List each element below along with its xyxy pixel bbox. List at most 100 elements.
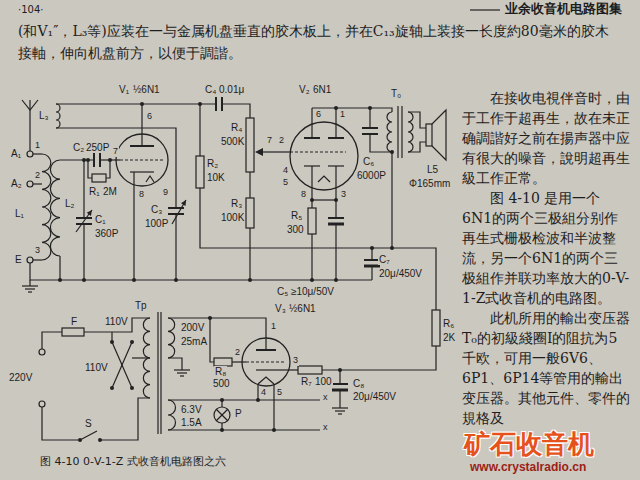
pin-number: 7 xyxy=(112,147,119,157)
wire xyxy=(106,160,110,178)
junction-dot xyxy=(110,386,114,390)
pin-number: 8 xyxy=(138,190,145,200)
capacitor-plate xyxy=(215,97,217,111)
wire xyxy=(312,108,392,112)
component-label: C₈ xyxy=(352,378,365,389)
tube-grid xyxy=(290,151,346,152)
wire xyxy=(273,384,274,430)
resistor-symbol xyxy=(246,118,254,172)
pin-number: 2 xyxy=(34,171,41,181)
junction-dot xyxy=(334,278,338,282)
wire xyxy=(222,104,250,118)
pin-number: 5 xyxy=(276,388,283,398)
wire xyxy=(141,104,142,146)
coil-symbol xyxy=(387,112,392,152)
body-text: 图 4-10 是用一个6N1的两个三极組分别作再生式栅极检波和半波整流，另一个6… xyxy=(462,188,630,308)
arrow-head xyxy=(255,148,263,156)
value-label: 20μ/450V xyxy=(352,391,397,402)
coil-symbol xyxy=(408,112,413,152)
ground-symbol xyxy=(338,413,342,414)
junction-dot xyxy=(310,278,314,282)
component-label: A₂ xyxy=(10,178,23,189)
component-label: P xyxy=(234,408,243,419)
running-header: 业余收音机电路图集 xyxy=(505,2,622,16)
wire xyxy=(42,332,62,349)
voltage-selector xyxy=(112,342,132,388)
junction-dot xyxy=(334,106,338,110)
component-label: C₂ xyxy=(72,142,85,153)
tube-envelope xyxy=(116,134,168,186)
switch-lever xyxy=(80,431,97,440)
transformer-core xyxy=(157,312,158,434)
terminal xyxy=(27,181,33,187)
tube-envelope xyxy=(242,338,290,386)
resistor-symbol xyxy=(214,358,232,366)
component-label: C₆ xyxy=(362,156,375,167)
wire xyxy=(168,358,182,364)
tube-envelope xyxy=(290,122,358,190)
value-label: 360P xyxy=(94,228,119,239)
watermark-url: www.crystalradio.cn xyxy=(470,461,586,474)
ground-symbol xyxy=(180,375,184,376)
wire xyxy=(83,160,84,218)
component-label: C₃ xyxy=(150,204,163,215)
ground-symbol xyxy=(29,280,30,286)
ground-symbol xyxy=(25,288,35,289)
pin-number: 2 xyxy=(278,136,285,146)
tube-grid xyxy=(246,361,284,362)
component-label: Tp xyxy=(134,300,148,311)
pilot-lamp xyxy=(216,409,228,421)
wire xyxy=(33,153,42,154)
wire xyxy=(221,423,222,430)
junction-dot xyxy=(132,278,136,282)
pin-number: x xyxy=(322,393,329,403)
pin-number: 1 xyxy=(270,322,277,332)
value-label: 6000P xyxy=(356,170,387,181)
wire xyxy=(83,224,84,280)
body-text: 此机所用的輸出变压器T₀的初級綫圈Ⅰ的阻抗为5千欧，可用一般6V6、6P1、6P… xyxy=(462,308,630,428)
speaker-symbol xyxy=(426,124,432,146)
tube-plate xyxy=(256,349,276,351)
tube-plate xyxy=(130,145,154,147)
component-label: T₀ xyxy=(390,88,402,99)
resistor-symbol xyxy=(196,156,204,188)
component-label: R₈ xyxy=(214,366,227,377)
wire xyxy=(369,108,370,128)
value-label: 6N1 xyxy=(312,84,332,95)
tube-heater xyxy=(146,176,154,182)
pin-number: 1 xyxy=(34,141,41,151)
junction-dot xyxy=(248,278,252,282)
wire xyxy=(168,399,320,400)
value-label: 2K xyxy=(442,332,456,343)
wire xyxy=(199,104,200,156)
component-label: L5 xyxy=(426,164,439,175)
resistor-symbol xyxy=(92,174,106,182)
value-label: 100 xyxy=(314,376,333,387)
component-label: R₄ xyxy=(230,122,243,133)
wire xyxy=(322,346,436,370)
pin-number: 6 xyxy=(315,110,322,120)
voltage-selector xyxy=(112,342,132,388)
component-label: F xyxy=(70,316,78,327)
pin-number: x xyxy=(322,423,329,433)
component-label: A₁ xyxy=(10,148,22,159)
value-label: 0.01μ xyxy=(218,84,245,95)
value-label: 500 xyxy=(212,378,231,389)
wire xyxy=(278,369,298,370)
pin-number: 8 xyxy=(300,190,307,200)
value-label: 6.3V xyxy=(180,404,203,415)
terminal xyxy=(27,151,33,157)
power-supply xyxy=(39,310,440,442)
junction-dot xyxy=(256,398,260,402)
component-label: L₁ xyxy=(14,208,25,219)
junction-dot xyxy=(174,278,178,282)
pin-number: 2 xyxy=(234,348,241,358)
wire xyxy=(56,103,216,104)
coil-symbol xyxy=(56,104,60,128)
value-label: 500K xyxy=(220,136,245,147)
resistor-symbol xyxy=(308,208,316,234)
value-label: ≥10μ/50V xyxy=(290,286,335,297)
pin-number: 9 xyxy=(162,188,169,198)
ground-symbol xyxy=(177,372,187,373)
